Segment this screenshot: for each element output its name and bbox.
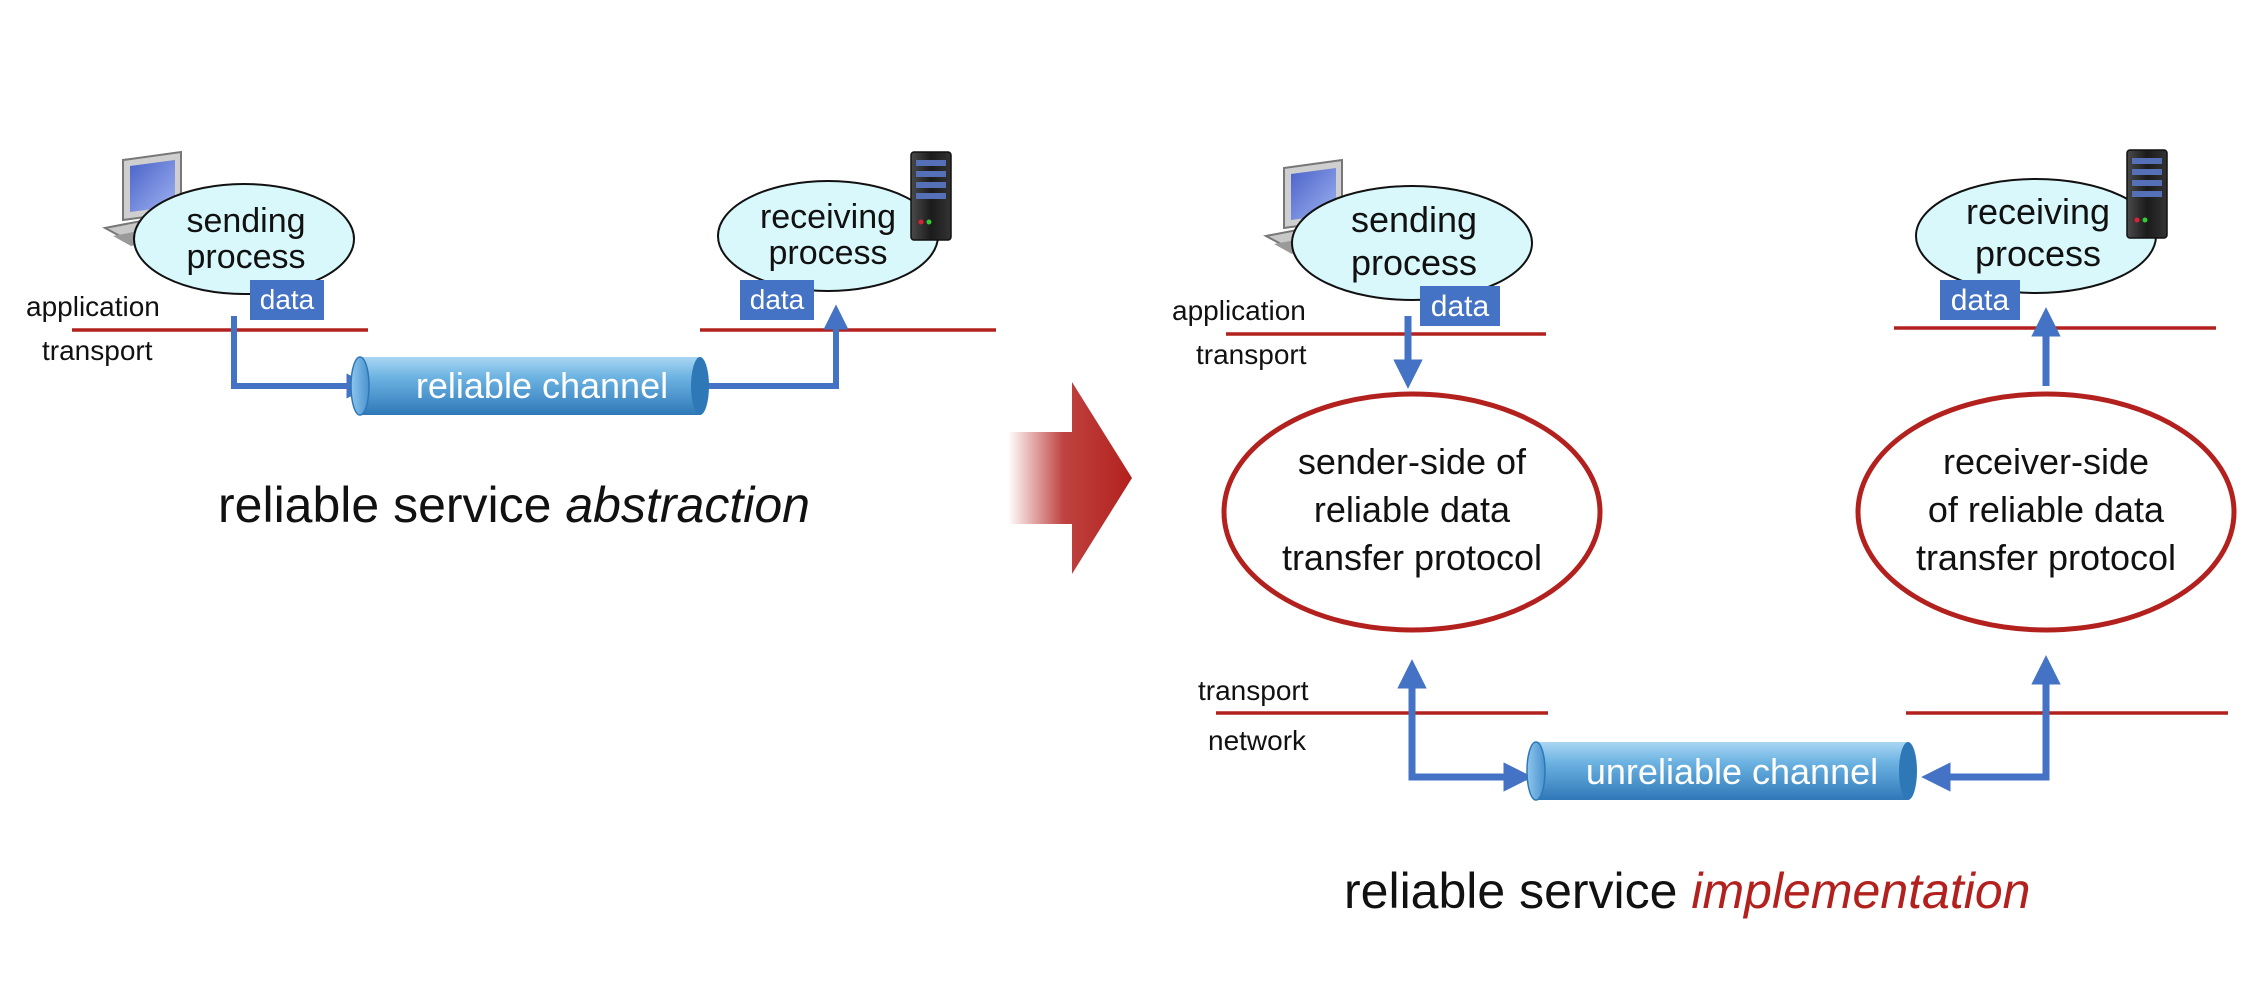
receiving-process-line1: receiving [760, 198, 896, 236]
receiver-protocol-line3: transfer protocol [1916, 537, 2176, 578]
receiver-protocol-line1: receiver-side [1943, 441, 2149, 482]
sending-process: sending process [133, 183, 355, 295]
svg-text:data: data [750, 284, 805, 315]
deliver-path-arrow [700, 304, 849, 389]
svg-text:data: data [260, 284, 315, 315]
receiving-process-line1: receiving [1966, 191, 2110, 232]
server-tower-icon [2126, 149, 2168, 239]
unreliable-channel-label: unreliable channel [1586, 751, 1878, 792]
svg-text:data: data [1951, 284, 2010, 317]
receiver-side-protocol: receiver-side of reliable data transfer … [1855, 391, 2237, 633]
sender-protocol-line3: transfer protocol [1282, 537, 1542, 578]
data-label-recv: data [740, 280, 814, 320]
sending-process-line1: sending [1351, 199, 1477, 240]
data-label-send: data [1420, 286, 1500, 326]
layer-label-application: application [1172, 295, 1306, 326]
receiving-process: receiving process [1915, 178, 2157, 294]
sending-process-line1: sending [186, 202, 305, 240]
reliable-channel-label: reliable channel [416, 365, 668, 406]
deliver-path-line [1932, 668, 2050, 781]
unreliable-channel: unreliable channel [1526, 741, 1917, 801]
sender-side-protocol: sender-side of reliable data transfer pr… [1221, 391, 1603, 633]
layer-label-transport: transport [42, 335, 153, 366]
sender-protocol-line2: reliable data [1314, 489, 1511, 530]
caption-abstraction: reliable service abstraction [218, 477, 810, 533]
receiving-process: receiving process [717, 180, 939, 292]
layer-label-network: network [1208, 725, 1307, 756]
right-arrow-icon [1008, 382, 1132, 574]
server-tower-icon [910, 151, 952, 241]
layer-label-transport: transport [1196, 339, 1307, 370]
send-path-arrow [231, 316, 372, 399]
layer-label-application: application [26, 291, 160, 322]
receiving-process-line2: process [768, 234, 887, 272]
data-label-recv: data [1940, 280, 2020, 320]
reliable-channel: reliable channel [350, 356, 709, 416]
sending-process: sending process [1291, 185, 1533, 301]
sending-process-line2: process [186, 238, 305, 276]
layer-label-transport: transport [1198, 675, 1309, 706]
caption-implementation: reliable service implementation [1344, 863, 2030, 919]
sending-process-line2: process [1351, 242, 1477, 283]
svg-text:data: data [1431, 290, 1490, 323]
up-path-arrow [1397, 659, 1530, 781]
receiver-protocol-line2: of reliable data [1928, 489, 2165, 530]
sender-protocol-line1: sender-side of [1298, 441, 1527, 482]
receiving-process-line2: process [1975, 233, 2101, 274]
data-label-send: data [250, 280, 324, 320]
